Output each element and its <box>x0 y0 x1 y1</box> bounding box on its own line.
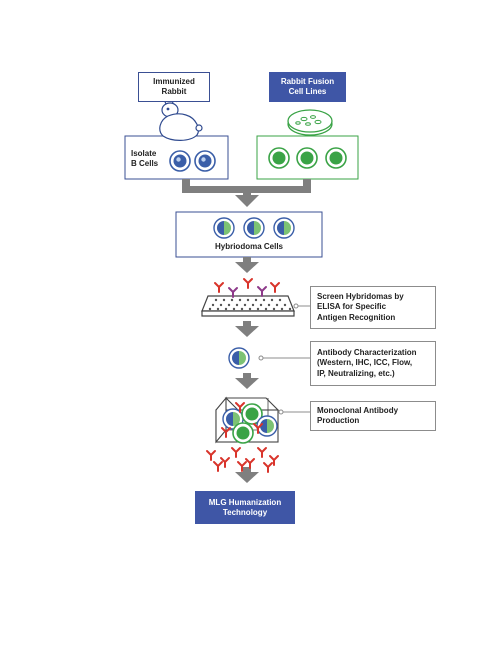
immunized-rabbit-label: Immunized Rabbit <box>138 72 210 102</box>
down-arrow <box>235 373 259 389</box>
petri-dish-icon <box>287 109 333 136</box>
fusion-cell-lines-text: Rabbit Fusion Cell Lines <box>280 77 335 96</box>
note-connector <box>258 303 310 415</box>
antibody-characterization-note: Antibody Characterization (Western, IHC,… <box>310 341 436 386</box>
antibody-cluster <box>206 447 279 473</box>
antibody-icon <box>257 447 267 458</box>
down-arrow <box>235 321 259 337</box>
fusion-cell-icon <box>268 147 290 169</box>
antibody-icon <box>243 278 253 289</box>
immunized-rabbit-text: Immunized Rabbit <box>153 77 195 96</box>
fusion-cell-icon <box>296 147 318 169</box>
b-cell-icon <box>169 150 191 172</box>
fusion-cell-lines-label: Rabbit Fusion Cell Lines <box>269 72 346 102</box>
screen-hybridomas-text: Screen Hybridomas by ELISA for Specific … <box>317 291 404 322</box>
mlg-humanization-text: MLG Humanization Technology <box>208 497 282 517</box>
down-arrow <box>235 467 259 483</box>
monoclonal-production-note: Monoclonal Antibody Production <box>310 401 436 431</box>
hybridoma-cells-label: Hybriodoma Cells <box>214 242 283 251</box>
screen-hybridomas-note: Screen Hybridomas by ELISA for Specific … <box>310 286 436 329</box>
hybridoma-cell-icon <box>213 217 235 239</box>
mlg-humanization-box: MLG Humanization Technology <box>195 491 295 524</box>
hybridoma-cell-icon <box>228 347 250 369</box>
antibody-icon <box>214 282 224 293</box>
antibody-icon <box>257 286 267 297</box>
fusion-cell-icon <box>325 147 347 169</box>
antibody-icon <box>245 458 255 469</box>
antibody-icon <box>270 282 280 293</box>
hybridoma-cell-icon <box>273 217 295 239</box>
antibody-icon <box>231 447 241 458</box>
hybridoma-cell-icon <box>243 217 265 239</box>
antibody-icon <box>206 450 216 461</box>
antibody-icon <box>213 461 223 472</box>
antibody-characterization-text: Antibody Characterization (Western, IHC,… <box>317 347 417 378</box>
isolate-b-cells-label: Isolate B Cells <box>131 149 159 168</box>
monoclonal-production-text: Monoclonal Antibody Production <box>317 405 399 426</box>
b-cell-icon <box>194 150 216 172</box>
antibody-icon <box>263 462 273 473</box>
down-arrow <box>235 257 259 273</box>
fusion-cell-icon <box>232 422 254 444</box>
elisa-plate-icon <box>201 278 295 317</box>
merge-arrow <box>182 179 311 207</box>
cell-culture-box-icon <box>215 396 280 444</box>
